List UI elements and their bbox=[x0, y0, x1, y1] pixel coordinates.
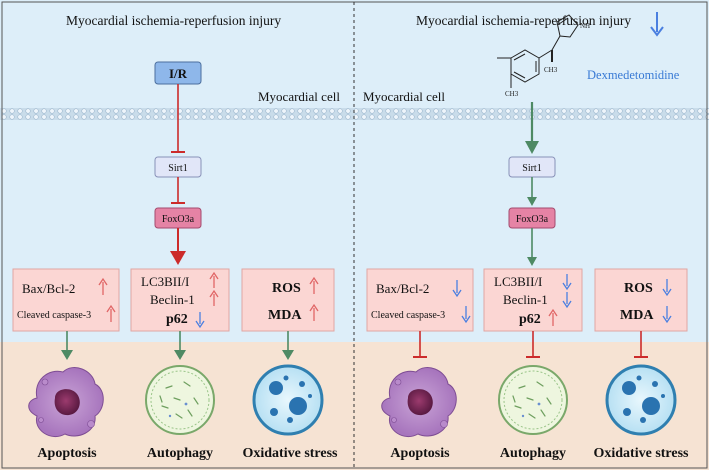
oxidative-stress-cell-icon bbox=[252, 364, 324, 436]
left-outcome-arrows bbox=[61, 331, 294, 360]
right-outcome-oxidative: Oxidative stress bbox=[593, 446, 689, 461]
left-header: Myocardial ischemia-reperfusion injury bbox=[66, 13, 281, 28]
up-arrow-icon bbox=[309, 303, 319, 321]
right-autophagy-box bbox=[483, 268, 583, 332]
dexmedetomidine-structure-icon bbox=[497, 14, 579, 88]
right-box2-line2: Beclin-1 bbox=[503, 292, 548, 307]
left-box1-line2: Cleaved caspase-3 bbox=[17, 310, 91, 321]
right-foxo3a-label: FoxO3a bbox=[516, 214, 549, 225]
foxo3a-activate-arrowhead-right bbox=[527, 257, 537, 266]
left-box1-line1: Bax/Bcl-2 bbox=[22, 281, 75, 296]
ir-label: I/R bbox=[169, 66, 188, 81]
foxo3a-activate-arrowhead bbox=[170, 251, 186, 265]
drug-activate-arrowhead bbox=[525, 141, 539, 154]
left-box2-line1: LC3BII/I bbox=[141, 274, 189, 289]
left-cell-label: Myocardial cell bbox=[258, 89, 340, 104]
apoptosis-cell-icon bbox=[28, 367, 104, 438]
right-outcome-apoptosis: Apoptosis bbox=[390, 446, 450, 461]
left-sirt1-label: Sirt1 bbox=[168, 163, 187, 174]
left-box2-line3: p62 bbox=[166, 312, 188, 327]
right-box3-line2: MDA bbox=[620, 308, 654, 323]
left-outcome-autophagy: Autophagy bbox=[147, 446, 213, 461]
right-box2-line3: p62 bbox=[519, 312, 541, 327]
right-apoptosis-box bbox=[366, 268, 474, 332]
down-arrow-icon bbox=[562, 274, 572, 291]
right-box1-line2: Cleaved caspase-3 bbox=[371, 310, 445, 321]
down-arrow-icon bbox=[452, 280, 462, 298]
right-box1-line1: Bax/Bcl-2 bbox=[376, 281, 429, 296]
autophagosome-icon bbox=[145, 365, 215, 435]
up-arrow-icon bbox=[106, 304, 116, 322]
down-arrow-icon bbox=[650, 12, 664, 37]
up-arrow-icon bbox=[209, 289, 219, 306]
chem-ch3-b-label: CH3 bbox=[544, 66, 558, 74]
up-arrow-icon bbox=[209, 271, 219, 288]
right-box2-line1: LC3BII/I bbox=[494, 274, 542, 289]
down-arrow-icon bbox=[461, 306, 471, 324]
sirt1-activate-arrowhead bbox=[527, 197, 537, 206]
left-box3-line1: ROS bbox=[272, 281, 301, 296]
drug-label: Dexmedetomidine bbox=[587, 68, 680, 82]
up-arrow-icon bbox=[309, 276, 319, 294]
left-box2-line2: Beclin-1 bbox=[150, 292, 195, 307]
down-arrow-icon bbox=[662, 279, 672, 297]
right-outcome-autophagy: Autophagy bbox=[500, 446, 566, 461]
down-arrow-icon bbox=[562, 292, 572, 309]
up-arrow-icon bbox=[98, 277, 108, 295]
chem-nh-label: NH bbox=[580, 22, 590, 30]
right-sirt1-label: Sirt1 bbox=[522, 163, 541, 174]
chem-ch3-a-label: CH3 bbox=[505, 90, 519, 98]
oxidative-stress-cell-icon bbox=[605, 364, 677, 436]
left-box3-line2: MDA bbox=[268, 308, 302, 323]
left-apoptosis-box bbox=[12, 268, 120, 332]
left-outcome-oxidative: Oxidative stress bbox=[242, 446, 338, 461]
up-arrow-icon bbox=[548, 308, 558, 326]
apoptosis-cell-icon bbox=[381, 367, 457, 438]
right-oxidative-box bbox=[594, 268, 688, 332]
down-arrow-icon bbox=[195, 312, 205, 329]
right-box3-line1: ROS bbox=[624, 281, 653, 296]
left-foxo3a-label: FoxO3a bbox=[162, 214, 195, 225]
down-arrow-icon bbox=[662, 306, 672, 324]
right-cell-label: Myocardial cell bbox=[363, 89, 445, 104]
autophagosome-icon bbox=[498, 365, 568, 435]
left-outcome-apoptosis: Apoptosis bbox=[37, 446, 97, 461]
right-outcome-inhibitions bbox=[413, 331, 648, 358]
right-header: Myocardial ischemia-reperfusion injury bbox=[416, 13, 631, 28]
